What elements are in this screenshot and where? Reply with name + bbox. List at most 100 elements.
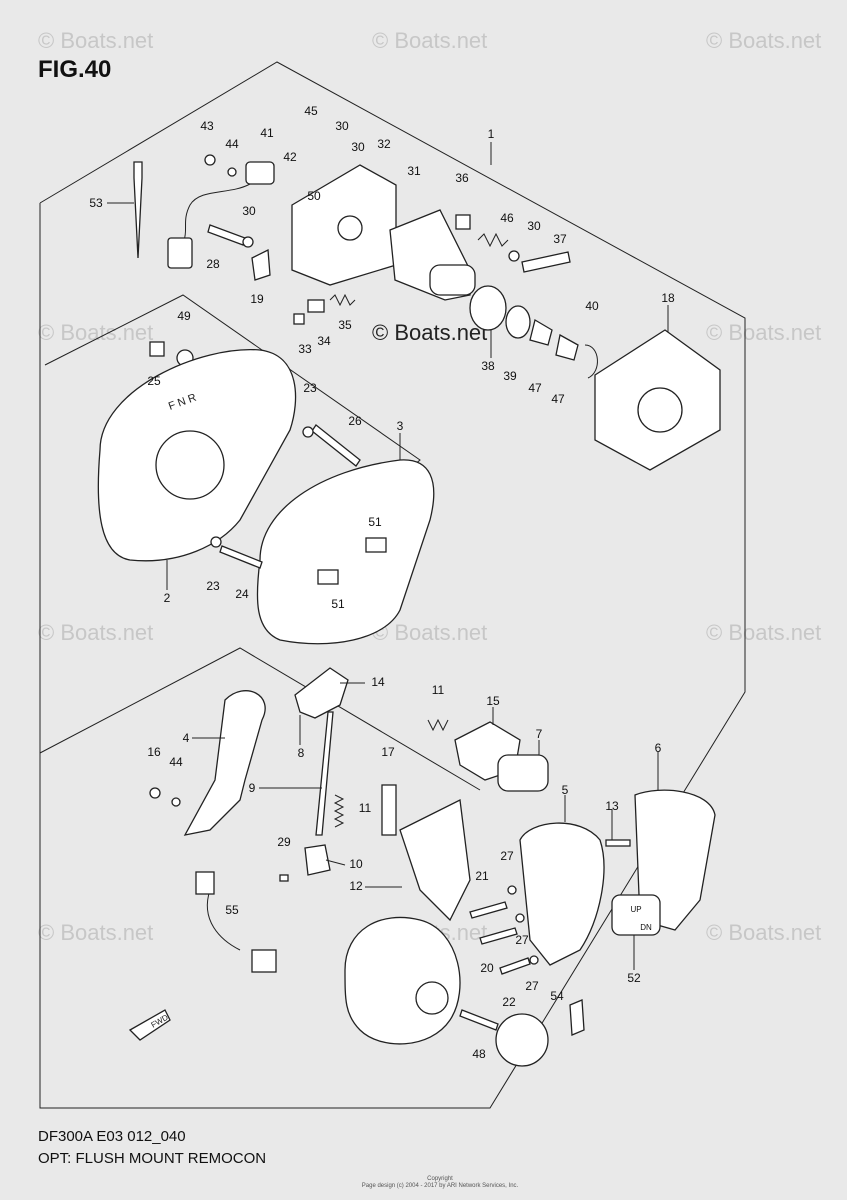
part-31-shaft (429, 264, 476, 296)
part-20-screw (479, 927, 518, 945)
part-number-label: 50 (307, 189, 321, 203)
part-number-label: 13 (605, 799, 619, 813)
part-44-washer (171, 797, 181, 807)
fwd-badge: FWD (128, 1009, 171, 1041)
part-4-lever-plate (183, 690, 266, 836)
part-54-harness (569, 999, 585, 1036)
part-number-label: 9 (249, 781, 256, 795)
outer-frame (39, 61, 746, 1109)
part-28-screw (207, 224, 246, 246)
lever-parts: UP DN (149, 667, 716, 1067)
copyright-notice: Copyright Page design (c) 2004 - 2017 by… (340, 1176, 540, 1190)
part-number-label: 7 (536, 727, 543, 741)
part-51-pad (317, 569, 339, 585)
part-number-label: 34 (317, 334, 331, 348)
part-55-wire (206, 889, 241, 951)
part-number-label: 45 (304, 104, 318, 118)
part-10-bracket (304, 844, 331, 876)
switch-up-label: UP (630, 905, 641, 914)
part-number-label: 43 (200, 119, 214, 133)
part-number-label: 52 (627, 971, 641, 985)
watermark: © Boats.net (38, 920, 153, 945)
part-number-label: 47 (551, 392, 565, 406)
part-number-label: 25 (147, 374, 161, 388)
part-43-screw (204, 154, 216, 166)
part-number-label: 18 (661, 291, 675, 305)
part-number-label: 48 (472, 1047, 486, 1061)
part-number-label: 28 (206, 257, 220, 271)
part-11-spring (333, 794, 345, 828)
part-number-label: 30 (242, 204, 256, 218)
watermark: © Boats.net (38, 28, 153, 53)
part-number-label: 11 (432, 683, 445, 697)
part-number-label: 16 (147, 745, 161, 759)
part-number-label: 4 (183, 731, 190, 745)
part-number-label: 55 (225, 903, 239, 917)
part-number-label: 53 (89, 196, 103, 210)
part-3-cover (256, 459, 435, 645)
watermark: © Boats.net (372, 620, 487, 645)
part-number-label: 40 (585, 299, 599, 313)
part-34-detent (307, 299, 325, 313)
copyright-line: Copyright (427, 1176, 453, 1182)
part-41-wire (183, 183, 251, 241)
part-12-arm (399, 799, 471, 922)
part-number-label: 33 (298, 342, 312, 356)
part-53-cable-tie (133, 161, 143, 259)
part-number-label: 3 (397, 419, 404, 433)
part-48-screw (459, 1009, 499, 1031)
part-55-connector (251, 949, 277, 973)
part-number-label: 54 (550, 989, 564, 1003)
part-27-washer (507, 885, 517, 895)
part-number-label: 21 (475, 869, 489, 883)
watermark: © Boats.net (38, 620, 153, 645)
part-number-label: 38 (481, 359, 495, 373)
part-29-pin (279, 874, 289, 882)
part-7-knob (497, 754, 549, 792)
part-number-label: 36 (455, 171, 469, 185)
part-36-detent (455, 214, 471, 230)
part-46-spring (477, 232, 509, 248)
part-number-label: 32 (377, 137, 391, 151)
part-26-screw (311, 424, 361, 467)
part-number-label: 27 (500, 849, 514, 863)
part-13-pin (605, 839, 631, 847)
part-number-label: 20 (480, 961, 494, 975)
part-number-label: 49 (177, 309, 191, 323)
part-number-label: 26 (348, 414, 362, 428)
part-number-label: 41 (260, 126, 274, 140)
part-40-circlip (584, 344, 598, 379)
part-22-screw (499, 957, 531, 975)
part-number-label: 51 (331, 597, 345, 611)
part-38-seal (469, 285, 507, 331)
part-number-label: 19 (250, 292, 264, 306)
part-53-emblem (495, 1013, 549, 1067)
part-23-washer (210, 536, 222, 548)
part-41-switch (245, 161, 275, 185)
part-number-label: 24 (235, 587, 249, 601)
part-8-plate (294, 667, 349, 719)
part-44-washer (227, 167, 237, 177)
switch-dn-label: DN (640, 923, 652, 932)
part-number-label: 17 (381, 745, 395, 759)
part-11-spring (427, 718, 449, 732)
part-number-label: 29 (277, 835, 291, 849)
part-30-washer (242, 236, 254, 248)
part-25-nut (149, 341, 165, 357)
part-number-label: 37 (553, 232, 567, 246)
part-number-label: 44 (225, 137, 239, 151)
part-number-label: 46 (500, 211, 514, 225)
part-27-washer (515, 913, 525, 923)
part-51-pad (365, 537, 387, 553)
watermark: © Boats.net (38, 320, 153, 345)
part-number-label: 10 (349, 857, 363, 871)
part-number-label: 35 (338, 318, 352, 332)
part-number-label: 23 (206, 579, 220, 593)
panel-parts: F N R (97, 348, 435, 645)
mechanism-parts (133, 154, 721, 471)
part-27-washer (529, 955, 539, 965)
part-9-rod (315, 711, 334, 836)
part-47-plate (555, 333, 579, 361)
part-number-label: 15 (486, 694, 500, 708)
